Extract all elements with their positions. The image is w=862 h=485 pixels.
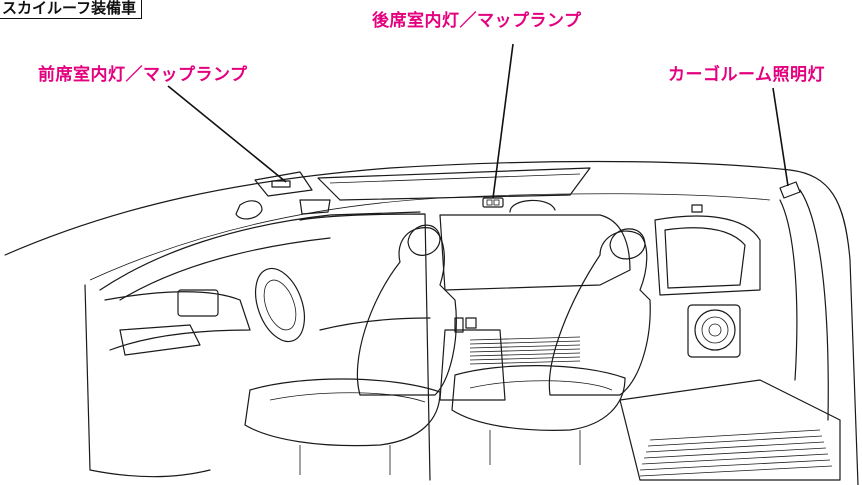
grab-handle [509, 199, 556, 213]
front-door-frame [299, 213, 431, 481]
speaker [694, 309, 736, 351]
rear-quarter-window [654, 215, 761, 296]
cargo-floor [619, 379, 841, 481]
front-map-lamp [254, 171, 313, 197]
cargo-floor-slats [639, 429, 833, 477]
skylight [317, 167, 591, 201]
front-lamp-leader [167, 85, 287, 183]
second-row-window [439, 214, 631, 291]
rear-seat-cushion [451, 365, 626, 431]
side-panel-slats [469, 336, 581, 365]
steering-wheel [254, 267, 306, 343]
rear-lamp-label: 後席室内灯／マップランプ [372, 11, 582, 31]
cargo-lamp-leader [772, 87, 789, 187]
front-seat-back [356, 227, 457, 396]
sun-visor-right [299, 199, 331, 215]
rear-lamp-leader [492, 43, 514, 199]
front-headrest [407, 224, 441, 256]
dashboard [84, 284, 211, 478]
roof-outline [4, 160, 859, 485]
front-lamp-label: 前席室内灯／マップランプ [38, 65, 248, 85]
front-seat-cushion [244, 378, 441, 447]
rear-map-lamp [482, 197, 504, 208]
rear-pillar [799, 189, 829, 421]
center-console-screen [177, 289, 219, 317]
sun-visor-left [235, 200, 263, 220]
header-tag: スカイルーフ装備車 [0, 0, 143, 19]
rear-seat-back [548, 230, 651, 396]
cargo-lamp-label: カーゴルーム照明灯 [668, 65, 825, 85]
cargo-lamp [779, 181, 801, 199]
center-console [439, 329, 506, 401]
a-pillar [99, 211, 421, 291]
rear-headrest [609, 228, 646, 260]
